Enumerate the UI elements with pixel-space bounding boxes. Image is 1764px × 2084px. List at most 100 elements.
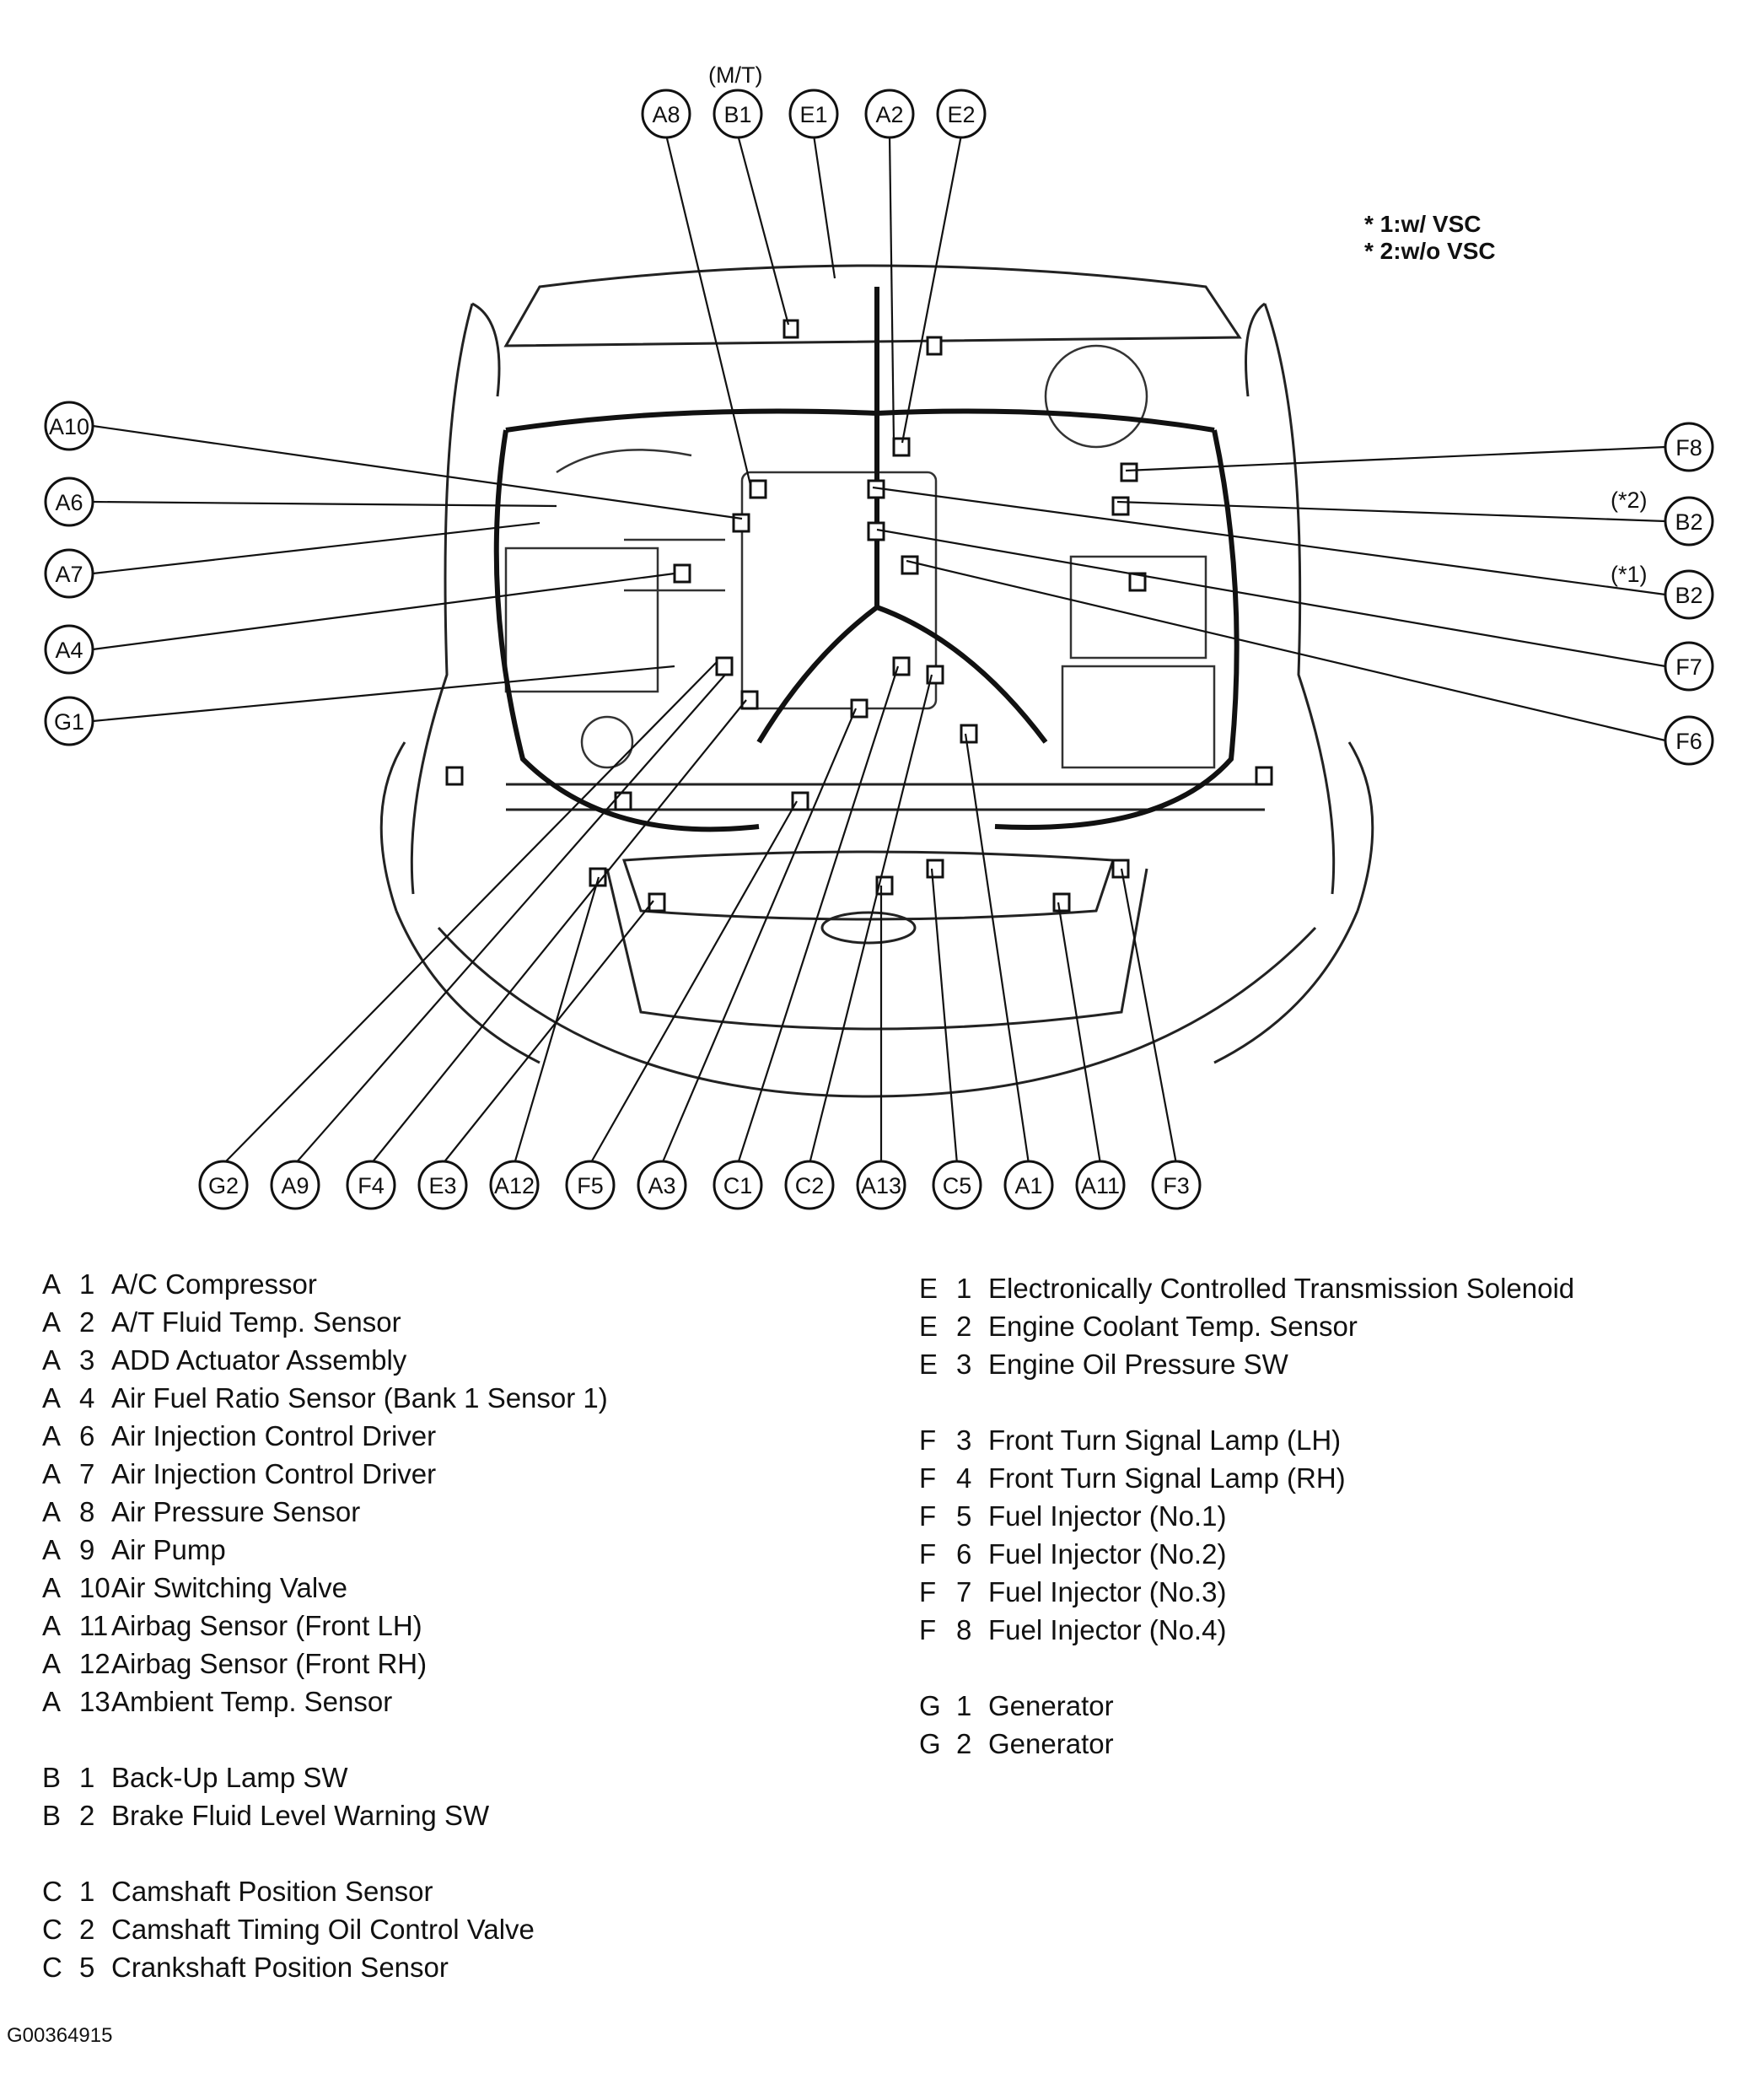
legend-name: Air Pressure Sensor (111, 1496, 361, 1527)
callout-label: F6 (1675, 729, 1702, 754)
callout-label: A6 (55, 490, 83, 515)
callout-label: F4 (358, 1173, 385, 1198)
callout-circle (1664, 715, 1714, 766)
callout-left-g1: G1 (44, 696, 94, 746)
legend-spacer (42, 1834, 608, 1872)
legend-letter: F (919, 1462, 937, 1494)
legend-number: 12 (79, 1648, 110, 1679)
callout-bottom-a1: A1 (1003, 1160, 1054, 1210)
legend-letter: F (919, 1424, 937, 1456)
callout-top-a2: A2 (864, 89, 915, 139)
mt-qualifier: (M/T) (708, 62, 762, 88)
legend-letter: F (919, 1614, 937, 1645)
legend-letter: F (919, 1576, 937, 1607)
legend-number: 1 (79, 1876, 95, 1907)
b2-upper-qualifier: (*2) (1611, 487, 1648, 513)
figure-id: G00364915 (7, 2024, 113, 2047)
callout-bottom-c5: C5 (932, 1160, 982, 1210)
legend-number: 11 (79, 1610, 109, 1641)
legend-number: 2 (79, 1800, 95, 1831)
callout-circle (44, 696, 94, 746)
callout-label: A13 (861, 1173, 901, 1198)
callout-circle (270, 1160, 320, 1210)
note-vsc-without: * 2:w/o VSC (1364, 238, 1496, 264)
legend-name: Back-Up Lamp SW (111, 1762, 348, 1793)
legend-letter: A (42, 1382, 62, 1414)
legend-letter: A (42, 1420, 62, 1451)
callout-label: B2 (1675, 583, 1702, 608)
callout-label: A11 (1081, 1173, 1120, 1198)
legend-name: Generator (988, 1690, 1114, 1721)
legend-name: A/T Fluid Temp. Sensor (111, 1306, 401, 1338)
legend-letter: A (42, 1268, 62, 1300)
callout-bottom-c1: C1 (713, 1160, 763, 1210)
legend-name: Front Turn Signal Lamp (LH) (988, 1424, 1342, 1456)
callout-circle (417, 1160, 468, 1210)
legend-number: 5 (79, 1952, 95, 1983)
callout-top-b1: B1 (713, 89, 763, 139)
legend-name: Engine Oil Pressure SW (988, 1349, 1288, 1380)
callout-label: A10 (49, 414, 89, 439)
legend-letter: E (919, 1311, 938, 1342)
callout-bottom-f5: F5 (565, 1160, 616, 1210)
callout-label: B2 (1675, 509, 1702, 535)
callout-circle (932, 1160, 982, 1210)
legend-number: 8 (79, 1496, 95, 1527)
engine-components (504, 344, 1216, 769)
callout-label: C1 (723, 1173, 753, 1198)
legend-letter: F (919, 1500, 937, 1532)
legend-number: 4 (956, 1462, 972, 1494)
legend-letter: B (42, 1762, 62, 1793)
callout-label: F7 (1675, 654, 1702, 680)
legend-number: 13 (79, 1686, 110, 1717)
legend-letter: G (919, 1728, 941, 1759)
legend-name: Air Injection Control Driver (111, 1458, 437, 1489)
callout-label: A12 (494, 1173, 535, 1198)
legend-number: 2 (79, 1306, 95, 1338)
callout-circle (346, 1160, 396, 1210)
legend-name: Fuel Injector (No.2) (988, 1538, 1227, 1570)
legend-letter: E (919, 1273, 938, 1304)
legend-letter: G (919, 1690, 941, 1721)
legend-number: 1 (79, 1268, 95, 1300)
callout-label: A7 (55, 562, 83, 587)
callout-circle (1664, 496, 1714, 547)
legend-name: Camshaft Timing Oil Control Valve (111, 1914, 535, 1945)
callout-circle (565, 1160, 616, 1210)
callout-right-f6: F6 (1664, 715, 1714, 766)
callout-label: A9 (281, 1173, 309, 1198)
callout-label: C2 (795, 1173, 825, 1198)
callout-circle (1003, 1160, 1054, 1210)
legend-number: 3 (79, 1344, 95, 1376)
callout-label: A3 (648, 1173, 675, 1198)
callout-circle (713, 89, 763, 139)
callout-right-f7: F7 (1664, 641, 1714, 692)
callout-label: A1 (1014, 1173, 1042, 1198)
callout-label: F5 (577, 1173, 604, 1198)
legend-name: Fuel Injector (No.1) (988, 1500, 1227, 1532)
